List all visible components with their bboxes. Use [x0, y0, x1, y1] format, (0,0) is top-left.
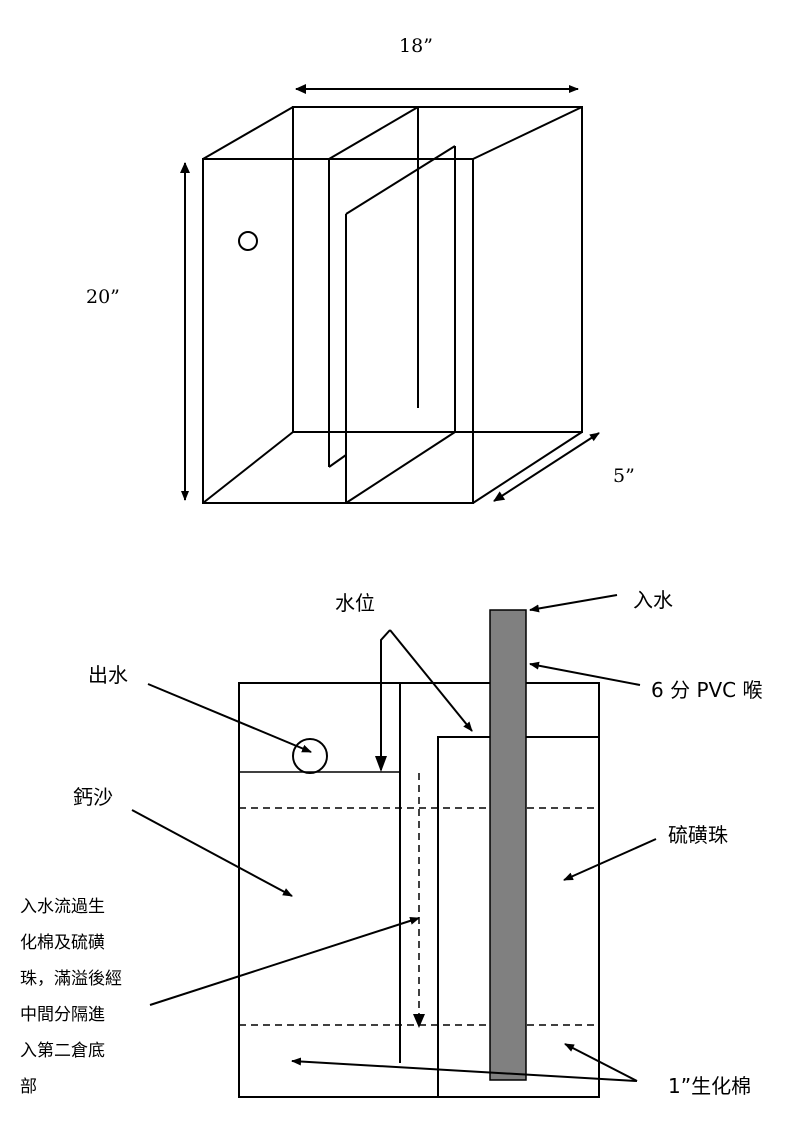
- outlet-circle-icon: [292, 738, 328, 774]
- tank-edge-bottom-right: [472, 431, 583, 504]
- flow-note-line: 中間分隔進: [20, 1005, 105, 1025]
- flow-note-line: 入第二倉底: [20, 1041, 105, 1061]
- partition-front-top: [345, 145, 456, 215]
- tank-3d-drawing: [202, 106, 583, 504]
- down-flow-arrowhead-icon: [413, 1014, 425, 1028]
- right-chamber-wall: [437, 736, 490, 1097]
- bio-foam-arrow-right: [564, 1043, 638, 1082]
- calcium-sand-arrow: [131, 809, 293, 897]
- flow-note-line: 入水流過生: [20, 897, 105, 917]
- flow-note-arrow: [149, 916, 420, 1006]
- depth-label: 5”: [613, 465, 635, 487]
- partition-back-bottom: [328, 454, 347, 468]
- width-label: 18”: [399, 35, 433, 57]
- annotation-arrows: [131, 594, 657, 1082]
- tank-edge-top-right: [472, 106, 583, 160]
- pvc-pipe-arrow: [529, 661, 641, 686]
- outlet-hole-icon: [238, 231, 258, 251]
- water-out-arrow: [147, 683, 312, 753]
- tank-front-face: [202, 158, 474, 504]
- tank-section-outline: [238, 682, 600, 1098]
- bio-foam-arrow-left: [291, 1057, 638, 1082]
- pvc-pipe-label: 6 分 PVC 喉: [651, 678, 763, 702]
- calcium-sand-label: 鈣沙: [73, 785, 113, 809]
- flow-note-line: 珠，滿溢後經: [20, 969, 122, 989]
- water-out-label: 出水: [88, 663, 128, 687]
- flow-note-line: 部: [20, 1077, 37, 1097]
- height-label: 20”: [86, 286, 120, 308]
- water-in-label: 入水: [633, 588, 673, 612]
- tank-edge-top-left: [202, 106, 294, 160]
- depth-dimension-arrow: [493, 432, 600, 502]
- tank-back-face: [292, 106, 583, 433]
- water-level-arrow-right: [389, 629, 473, 732]
- water-in-arrow: [529, 594, 618, 613]
- pvc-pipe: [489, 609, 527, 1081]
- water-level-label: 水位: [335, 591, 375, 615]
- partition-back-top: [328, 106, 419, 160]
- flow-note-line: 化棉及硫磺: [20, 933, 105, 953]
- dimension-arrows: [180, 84, 600, 502]
- sulfur-beads-arrow: [563, 838, 657, 881]
- bio-foam-label: 1”生化棉: [668, 1074, 751, 1098]
- partition-front-bottom: [345, 431, 456, 504]
- flow-note: 入水流過生 化棉及硫磺 珠，滿溢後經 中間分隔進 入第二倉底 部: [20, 897, 122, 1097]
- tank-edge-bottom-left: [202, 431, 294, 504]
- section-drawing: [238, 682, 600, 1098]
- water-level-arrow-left: [380, 629, 391, 770]
- sulfur-beads-label: 硫磺珠: [668, 823, 728, 847]
